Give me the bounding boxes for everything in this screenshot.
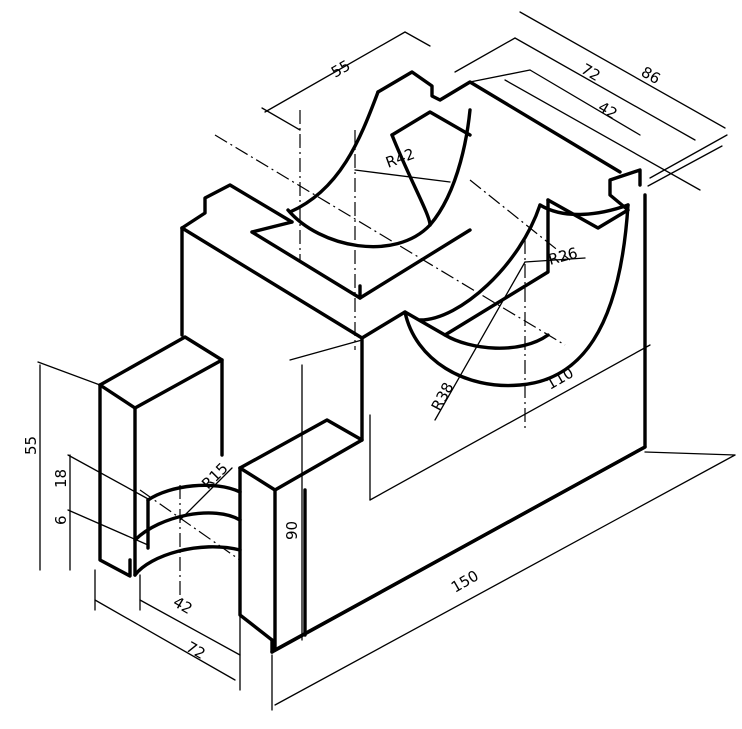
dim-55-top: 55 — [328, 56, 354, 81]
part-outline — [98, 70, 647, 654]
dim-86: 86 — [638, 63, 664, 88]
dim-90: 90 — [283, 521, 301, 540]
dim-42-bottom: 42 — [170, 593, 196, 618]
dimension-lines — [37, 11, 736, 711]
dim-72-top: 72 — [578, 60, 604, 85]
dim-72-bottom: 72 — [183, 638, 209, 663]
dimension-labels: 55 72 86 42 R42 R26 R38 110 90 150 55 18… — [22, 56, 664, 663]
center-lines — [139, 110, 571, 600]
dim-150: 150 — [448, 567, 482, 597]
dim-r26: R26 — [546, 244, 579, 269]
dim-55-left: 55 — [22, 436, 40, 455]
dim-r38: R38 — [428, 379, 458, 414]
dim-42-top: 42 — [595, 98, 621, 123]
dim-6: 6 — [52, 515, 70, 525]
dim-r42: R42 — [383, 145, 417, 172]
dim-18: 18 — [52, 469, 70, 488]
